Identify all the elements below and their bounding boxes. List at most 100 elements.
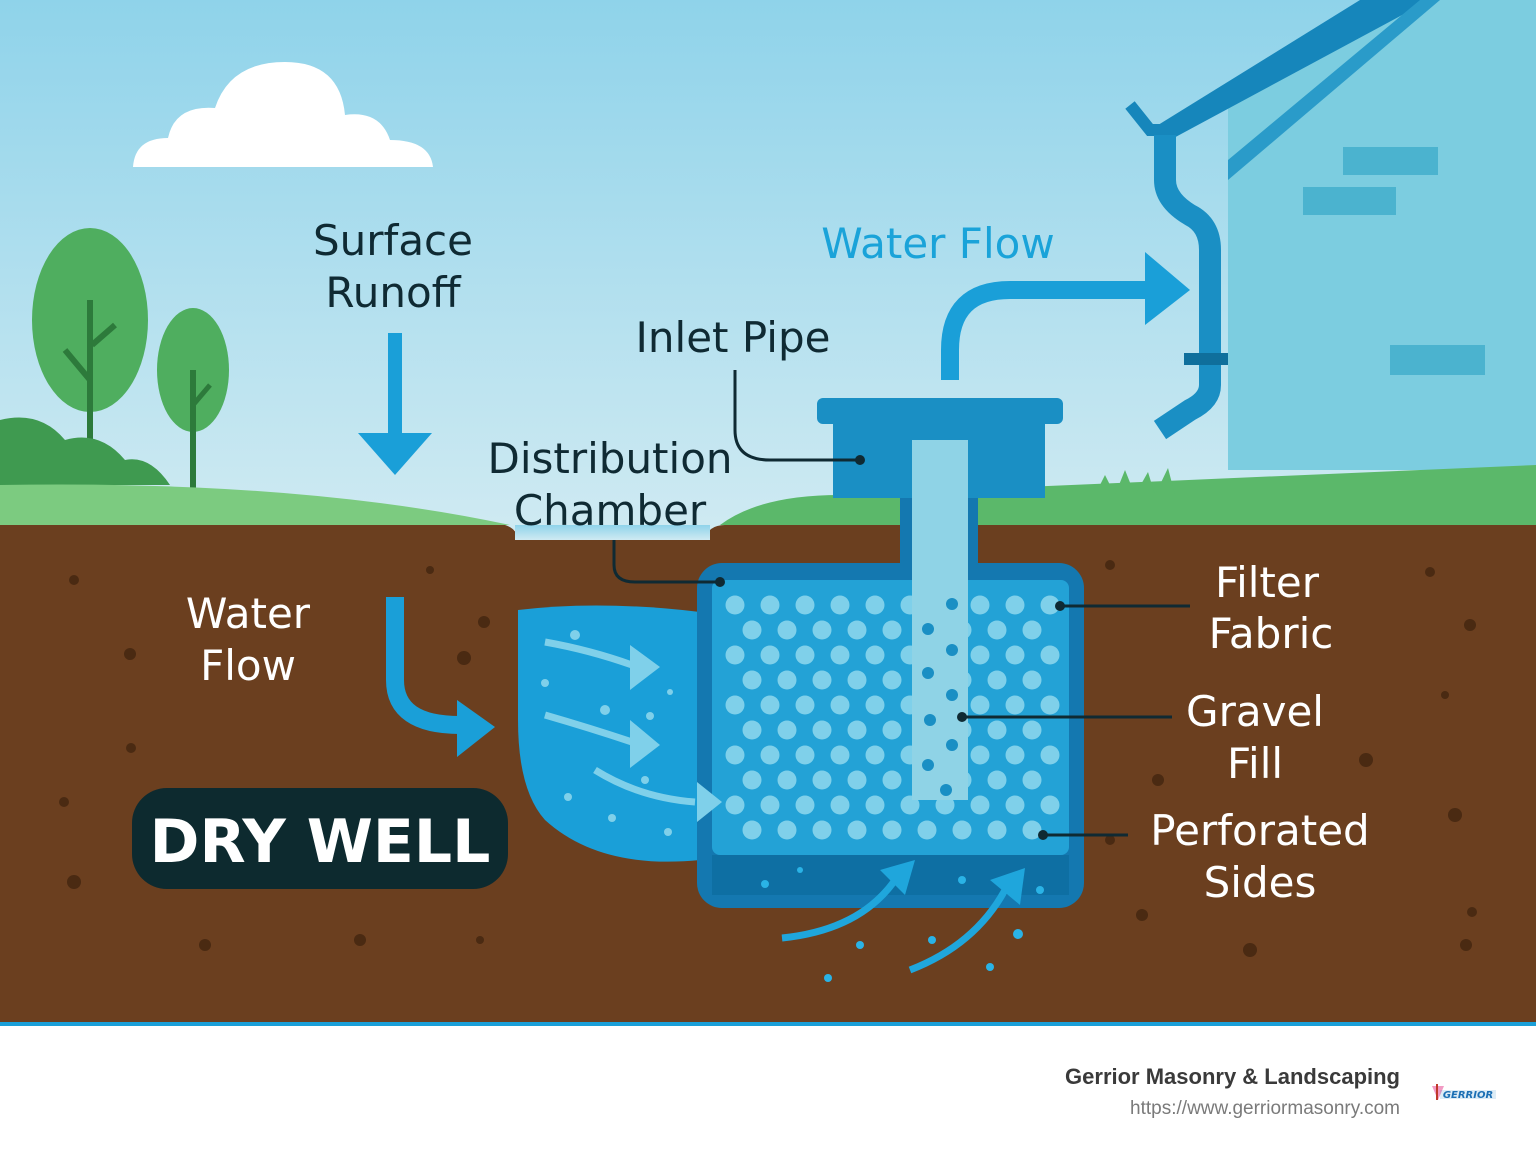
gravel-stone	[865, 795, 885, 815]
divider	[0, 1022, 1536, 1026]
label-filter-2: Fabric	[1209, 609, 1334, 658]
gravel-stone	[847, 670, 867, 690]
label-water-flow-left-2: Flow	[200, 641, 296, 690]
gravel-stone	[760, 695, 780, 715]
gravel-stone	[812, 670, 832, 690]
gravel-stone	[1005, 695, 1025, 715]
gravel-stone	[970, 595, 990, 615]
trees	[0, 228, 229, 490]
gravel-stone	[777, 720, 797, 740]
label-inlet-pipe: Inlet Pipe	[636, 313, 831, 362]
gravel-stone	[987, 820, 1007, 840]
label-surface-runoff-2: Runoff	[325, 268, 461, 317]
gravel-stone	[742, 770, 762, 790]
gravel-stone	[970, 745, 990, 765]
logo-text: GERRIOR	[1443, 1090, 1493, 1101]
gravel-stone	[952, 820, 972, 840]
gravel-stone	[1040, 595, 1060, 615]
label-filter-1: Filter	[1215, 558, 1320, 607]
gravel-stone	[1005, 645, 1025, 665]
gravel-stone	[795, 695, 815, 715]
gravel-stone	[777, 620, 797, 640]
gravel-stone	[812, 720, 832, 740]
gravel-stone	[917, 820, 937, 840]
gravel-stone	[795, 595, 815, 615]
diagram-canvas: DRY WELL Surface Runoff Water Flow Inlet…	[0, 0, 1536, 1026]
house	[1125, 0, 1536, 470]
cloud	[133, 62, 433, 167]
dry-well-badge	[132, 788, 508, 889]
gravel-stone	[847, 620, 867, 640]
inlet-pipe	[912, 440, 968, 800]
gravel-stone	[830, 745, 850, 765]
gravel-stone	[987, 620, 1007, 640]
gravel-stone	[1022, 720, 1042, 740]
label-distribution-2: Chamber	[514, 486, 707, 535]
gravel-stone	[812, 820, 832, 840]
gravel-stone	[1005, 595, 1025, 615]
gravel-stone	[987, 670, 1007, 690]
gravel-stone	[777, 820, 797, 840]
gravel-stone	[795, 795, 815, 815]
label-perforated-1: Perforated	[1150, 806, 1369, 855]
gravel-stone	[1040, 795, 1060, 815]
gravel-stone	[742, 820, 762, 840]
gravel-stone	[882, 670, 902, 690]
label-water-flow-left-1: Water	[186, 589, 311, 638]
gravel-stone	[935, 795, 955, 815]
gravel-stone	[847, 720, 867, 740]
gravel-stone	[1022, 770, 1042, 790]
gravel-stone	[1022, 670, 1042, 690]
gravel-stone	[725, 645, 745, 665]
label-distribution-1: Distribution	[487, 434, 732, 483]
gravel-stone	[777, 770, 797, 790]
gravel-stone	[900, 795, 920, 815]
gravel-stone	[1005, 795, 1025, 815]
gravel-stone	[847, 770, 867, 790]
gravel-stone	[760, 595, 780, 615]
label-water-flow-top: Water Flow	[821, 219, 1054, 268]
gravel-stones	[725, 595, 1060, 840]
gravel-stone	[970, 695, 990, 715]
soil-pebbles	[59, 560, 1477, 957]
gravel-stone	[725, 595, 745, 615]
gravel-stone	[970, 645, 990, 665]
gravel-stone	[882, 820, 902, 840]
footer-url[interactable]: https://www.gerriormasonry.com	[1130, 1098, 1400, 1119]
leader-lines	[612, 370, 1190, 837]
gravel-stone	[760, 795, 780, 815]
water-flow-left-arrow-icon	[386, 597, 461, 734]
gravel-stone	[830, 645, 850, 665]
gravel-stone	[1005, 745, 1025, 765]
gravel-stone	[760, 745, 780, 765]
gravel-stone	[777, 670, 797, 690]
gravel-stone	[970, 795, 990, 815]
gravel-stone	[830, 595, 850, 615]
gravel-stone	[795, 745, 815, 765]
gravel-stone	[725, 795, 745, 815]
gravel-stone	[865, 745, 885, 765]
left-grass	[0, 484, 510, 525]
gerrior-logo: GERRIOR	[1432, 1084, 1496, 1101]
gravel-stone	[760, 645, 780, 665]
gravel-stone	[882, 620, 902, 640]
footer-brand: Gerrior Masonry & Landscaping	[1065, 1064, 1400, 1089]
gravel-stone	[795, 645, 815, 665]
gravel-stone	[987, 720, 1007, 740]
gravel-stone	[742, 720, 762, 740]
gravel-stone	[812, 770, 832, 790]
gravel-stone	[865, 645, 885, 665]
gravel-stone	[742, 670, 762, 690]
gravel-stone	[742, 620, 762, 640]
gravel-stone	[882, 720, 902, 740]
dry-well-title: DRY WELL	[150, 807, 491, 877]
gravel-stone	[830, 795, 850, 815]
gravel-stone	[1040, 645, 1060, 665]
label-gravel-1: Gravel	[1186, 687, 1324, 736]
gravel-stone	[725, 745, 745, 765]
downspout	[1153, 135, 1221, 440]
label-gravel-2: Fill	[1227, 739, 1283, 788]
gravel-stone	[987, 770, 1007, 790]
gravel-stone	[847, 820, 867, 840]
